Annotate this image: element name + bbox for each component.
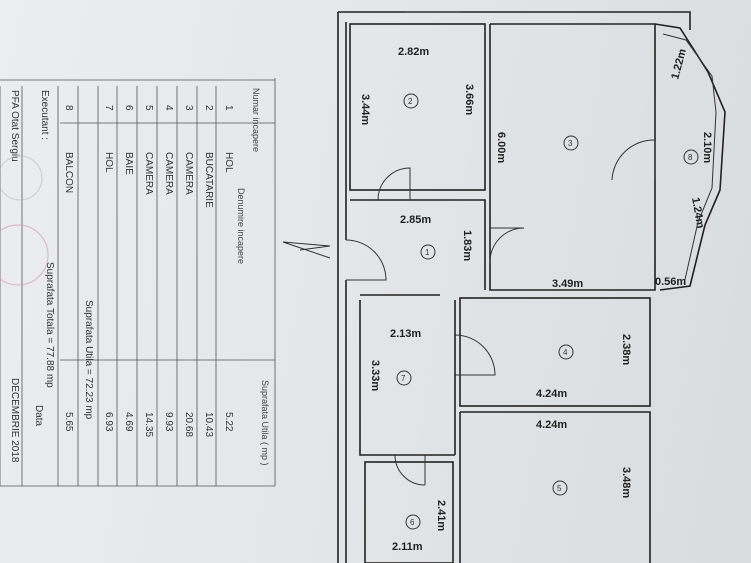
door-swing — [454, 334, 496, 376]
room-number-2: 2 — [408, 97, 413, 106]
balcony-bay — [654, 23, 726, 291]
dim-bay-b: 2.10m — [701, 132, 713, 163]
total-area: Suprafata Totala = 77.88 mp — [44, 262, 55, 388]
door-swing — [345, 239, 387, 281]
executant-label: Executant : — [39, 90, 50, 140]
row-1-area: 5.22 — [223, 412, 234, 432]
room-number-7: 7 — [401, 374, 406, 383]
row-6-name: BAIE — [123, 152, 134, 175]
balcony-bay-inner — [662, 33, 717, 285]
room-marker-2 — [403, 93, 419, 109]
row-2-nr: 2 — [203, 105, 214, 111]
door-swing — [377, 167, 411, 201]
dim-r2-len-a: 3.44m — [359, 94, 371, 125]
north-arrow-icon — [299, 245, 331, 251]
row-6-area: 4.69 — [123, 412, 134, 432]
date-label: Data — [33, 405, 44, 427]
row-3-nr: 3 — [183, 105, 194, 111]
dim-r5-width: 3.48m — [620, 467, 632, 498]
row-5-nr: 5 — [143, 105, 154, 111]
door-swing — [611, 139, 656, 181]
stamp-seal — [0, 224, 49, 286]
dim-bay-d: 0.56m — [655, 276, 686, 288]
room-3-walls — [489, 23, 656, 291]
room-6-walls — [364, 461, 454, 563]
room-marker-8 — [683, 149, 699, 165]
room-4-walls — [459, 297, 651, 407]
room-markers: 1 2 3 4 5 6 7 8 — [396, 93, 699, 530]
row-7-nr: 7 — [103, 105, 114, 111]
row-4-area: 9.93 — [163, 412, 174, 432]
room-number-3: 3 — [568, 139, 573, 148]
room-5-walls — [460, 411, 651, 563]
row-8-name: BALCON — [63, 152, 74, 193]
hall-1-walls — [350, 199, 486, 290]
dim-r5-len: 4.24m — [536, 419, 567, 431]
room-marker-6 — [405, 514, 421, 530]
company-name: PFA Otat Sergiu — [9, 90, 20, 162]
room-2-walls — [349, 23, 486, 191]
door-swing — [394, 454, 426, 486]
north-arrow-icon — [282, 241, 331, 259]
door-swing — [489, 227, 525, 263]
row-8-nr: 8 — [63, 105, 74, 111]
row-2-name: BUCATARIE — [203, 152, 214, 208]
row-2-area: 10.43 — [203, 412, 214, 437]
row-4-name: CAMERA — [163, 152, 174, 195]
row-1-nr: 1 — [223, 105, 234, 111]
row-3-area: 20.68 — [183, 412, 194, 437]
row-7-area: 6.93 — [103, 412, 114, 432]
date-value: DECEMBRIE 2018 — [9, 378, 20, 463]
header-area: Suprafata Utila ( mp ) — [260, 380, 270, 466]
dim-r4-len: 4.24m — [536, 388, 567, 400]
room-number-5: 5 — [557, 484, 562, 493]
useful-area-total: Suprafata Utila = 72.23 mp — [83, 300, 94, 420]
room-marker-7 — [396, 370, 412, 386]
row-5-area: 14.35 — [143, 412, 154, 437]
dim-r2-width: 2.82m — [398, 46, 429, 58]
room-number-4: 4 — [563, 348, 568, 357]
dim-r1-len: 2.85m — [400, 214, 431, 226]
header-nr: Numar incapere — [251, 88, 261, 152]
room-marker-4 — [558, 344, 574, 360]
room-number-8: 8 — [688, 153, 693, 162]
dim-r4-width: 2.38m — [620, 334, 632, 365]
wall-top — [338, 11, 691, 30]
row-7-name: HOL — [103, 152, 114, 173]
dim-r2-len-b: 3.66m — [463, 84, 475, 115]
header-name: Denumire incapere — [236, 188, 246, 264]
area-table: Numar incapere Denumire incapere Suprafa… — [0, 78, 276, 487]
room-number-1: 1 — [425, 248, 430, 257]
plan-walls — [337, 11, 726, 563]
dim-r7-len: 3.33m — [369, 360, 381, 391]
row-8-area: 5.65 — [63, 412, 74, 432]
room-marker-5 — [552, 480, 568, 496]
row-4-nr: 4 — [163, 105, 174, 111]
room-number-6: 6 — [410, 518, 415, 527]
hall-7-walls — [359, 300, 455, 456]
dim-r3-width: 3.49m — [552, 278, 583, 290]
stamp-seal-faint — [0, 155, 43, 201]
plan-dimensions: 2.82m 3.44m 3.66m 6.00m 3.49m 1.22m 2.10… — [359, 46, 713, 553]
row-6-nr: 6 — [123, 105, 134, 111]
dim-bay-a: 1.22m — [669, 47, 689, 80]
row-3-name: CAMERA — [183, 152, 194, 195]
row-1-name: HOL — [223, 152, 234, 173]
room-marker-1 — [420, 244, 436, 260]
dim-r6-len: 2.11m — [392, 541, 423, 553]
room-marker-3 — [563, 135, 579, 151]
row-5-name: CAMERA — [143, 152, 154, 195]
dim-r3-len: 6.00m — [495, 132, 507, 163]
dim-r7-width: 2.13m — [390, 328, 421, 340]
dim-r6-width: 2.41m — [435, 500, 447, 531]
dim-bay-c: 1.24m — [689, 196, 706, 229]
dim-r1-width: 1.83m — [461, 230, 473, 261]
